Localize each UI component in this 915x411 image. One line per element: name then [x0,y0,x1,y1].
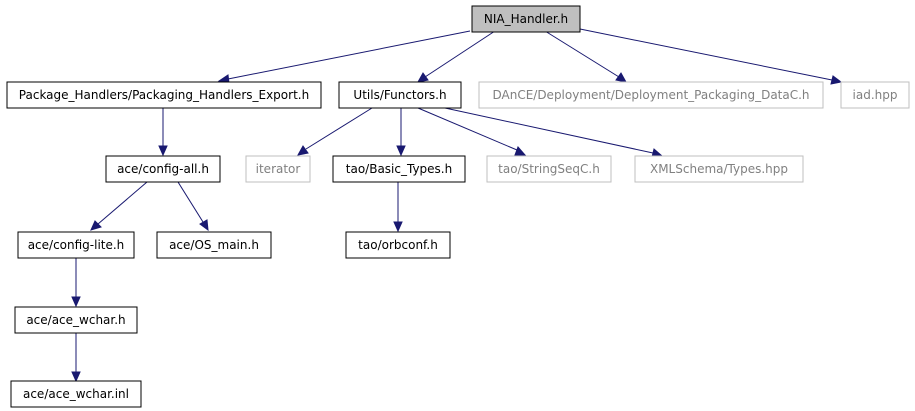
nodes: NIA_Handler.h Package_Handlers/Packaging… [6,5,910,408]
node-packaging-handlers-export-h[interactable]: Package_Handlers/Packaging_Handlers_Expo… [6,81,322,109]
arrowhead [71,296,81,308]
arrowhead [417,72,429,83]
node-iad-hpp: iad.hpp [840,81,910,109]
edge-root-to-dance [544,30,620,78]
arrowhead [830,75,843,85]
node-label: tao/Basic_Types.h [346,162,452,176]
arrowhead [158,145,168,157]
node-xmlschema-types-hpp: XMLSchema/Types.hpp [634,155,804,183]
node-label: XMLSchema/Types.hpp [650,162,788,176]
node-deployment-packaging-datac-h: DAnCE/Deployment/Deployment_Packaging_Da… [478,81,824,109]
edge-functors-to-xmlschema [444,107,654,154]
node-tao-stringseqc-h: tao/StringSeqC.h [486,155,612,183]
node-label: iad.hpp [853,88,898,102]
node-label: ace/OS_main.h [169,238,259,252]
edge-root-to-functors [424,30,496,78]
node-label: DAnCE/Deployment/Deployment_Packaging_Da… [492,88,809,102]
node-label: tao/StringSeqC.h [498,162,600,176]
node-label: Package_Handlers/Packaging_Handlers_Expo… [19,88,309,102]
edge-root-to-iad [579,28,833,81]
arrowhead [199,219,209,232]
node-label: iterator [256,162,301,176]
arrowhead [297,145,309,156]
node-label: ace/ace_wchar.h [26,313,125,327]
arrowhead [90,220,102,231]
node-ace-config-all-h[interactable]: ace/config-all.h [105,155,221,183]
arrowhead [393,221,403,233]
node-label: ace/config-lite.h [28,238,125,252]
edge-root-to-pkg-export [227,30,471,80]
edge-config-all-to-os-main [177,181,204,223]
edge-functors-to-iterator [305,107,373,150]
node-ace-os-main-h[interactable]: ace/OS_main.h [156,231,272,259]
node-label: ace/ace_wchar.inl [23,387,129,401]
node-label: Utils/Functors.h [353,88,446,102]
arrowhead [615,72,627,83]
node-ace-config-lite-h[interactable]: ace/config-lite.h [17,231,135,259]
node-tao-basic-types-h[interactable]: tao/Basic_Types.h [332,155,466,183]
node-label: tao/orbconf.h [358,238,438,252]
node-ace-ace-wchar-inl[interactable]: ace/ace_wchar.inl [10,380,142,408]
node-utils-functors-h[interactable]: Utils/Functors.h [338,81,462,109]
node-iterator: iterator [245,155,311,183]
node-label: NIA_Handler.h [484,12,568,26]
edges [71,28,843,383]
node-nia-handler-h[interactable]: NIA_Handler.h [471,5,581,33]
node-ace-ace-wchar-h[interactable]: ace/ace_wchar.h [14,306,138,334]
edge-config-all-to-config-lite [97,181,148,225]
node-label: ace/config-all.h [117,162,209,176]
edge-functors-to-stringseq [417,107,518,151]
node-tao-orbconf-h[interactable]: tao/orbconf.h [345,231,451,259]
arrowhead [514,146,527,156]
arrowhead [71,371,81,383]
arrowhead [396,145,406,157]
